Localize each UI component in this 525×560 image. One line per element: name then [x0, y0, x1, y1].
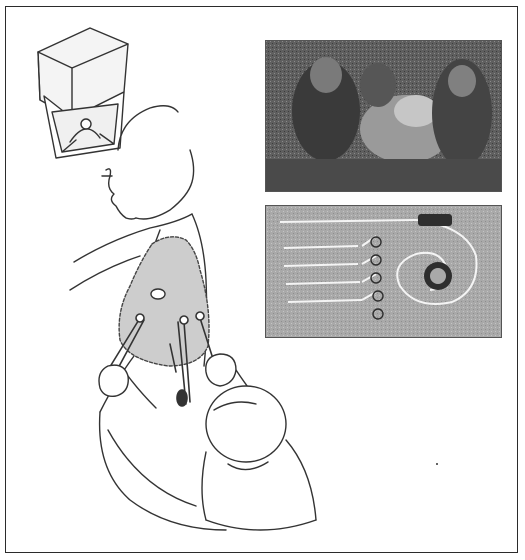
- surgeon-drawing: [202, 386, 316, 530]
- scan-speck: [436, 463, 438, 465]
- operating-room-photo-image: [266, 41, 502, 192]
- instruments-photo-image: [266, 206, 502, 338]
- video-monitor-drawing: [38, 28, 128, 158]
- instruments-photo: [265, 205, 502, 338]
- lung-region: [119, 237, 209, 366]
- operating-room-photo: [265, 40, 502, 192]
